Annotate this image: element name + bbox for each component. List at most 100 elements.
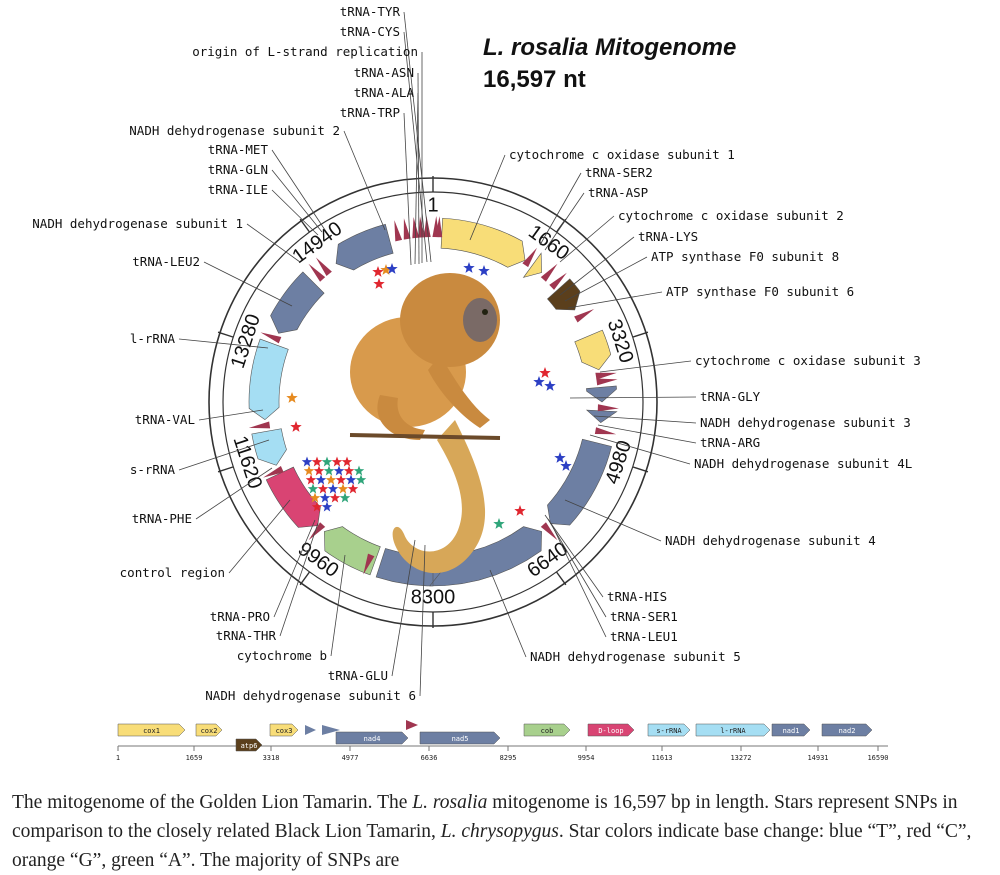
- gene-features: [248, 216, 619, 587]
- leader-line: [246, 223, 301, 263]
- ring-tick: [632, 331, 649, 338]
- track-tick-label: 3318: [263, 754, 280, 762]
- leader-line: [564, 499, 662, 542]
- trna-mark: [394, 220, 403, 242]
- snp-star: [313, 465, 325, 476]
- gene-label: tRNA-ILE: [208, 182, 268, 197]
- snp-star: [478, 265, 490, 276]
- trna-mark: [596, 378, 618, 386]
- track-feature: [695, 723, 771, 737]
- gene-label: s-rRNA: [130, 462, 176, 477]
- leader-line: [544, 514, 604, 598]
- leader-line: [593, 415, 697, 424]
- trna-mark: [308, 263, 326, 282]
- track-feature-label: cob: [541, 727, 554, 735]
- track-tick-label: 16590: [867, 754, 888, 762]
- trna-mark: [594, 427, 617, 435]
- snp-star: [335, 474, 347, 485]
- gene-label: tRNA-SER1: [610, 609, 678, 624]
- gene-label: tRNA-MET: [208, 142, 269, 157]
- caption-text-1: The mitogenome of the Golden Lion Tamari…: [12, 792, 413, 813]
- trna-mark: [315, 257, 332, 276]
- gene-label: l-rRNA: [130, 331, 176, 346]
- track-tick-label: 9954: [578, 754, 595, 762]
- leader-line: [178, 439, 270, 471]
- snp-star: [493, 518, 505, 529]
- ring-tick: [299, 571, 311, 586]
- leader-line: [330, 554, 346, 657]
- trna-mark: [248, 421, 271, 429]
- snp-star: [333, 465, 345, 476]
- gene-label: tRNA-CYS: [340, 24, 400, 39]
- leader-line: [559, 236, 635, 296]
- snp-star: [337, 483, 349, 494]
- gene-label: NADH dehydrogenase subunit 1: [32, 216, 243, 231]
- trna-mark: [263, 465, 284, 478]
- snp-star: [307, 483, 319, 494]
- tamarin-arm: [428, 355, 490, 428]
- leader-line: [271, 189, 319, 236]
- track-tick-label: 11613: [651, 754, 672, 762]
- track-tick-label: 8295: [500, 754, 517, 762]
- trna-mark: [595, 372, 617, 380]
- snp-star: [386, 263, 398, 274]
- gene-label: cytochrome c oxidase subunit 2: [618, 208, 844, 223]
- snp-star: [327, 483, 339, 494]
- track-feature-label: cox3: [276, 727, 293, 735]
- snp-star: [373, 278, 385, 289]
- gene-label: ATP synthase F0 subunit 8: [651, 249, 839, 264]
- track-feature-label: l-rRNA: [720, 727, 746, 735]
- snp-star: [560, 460, 572, 471]
- leader-line: [567, 291, 663, 309]
- gene-label: NADH dehydrogenase subunit 2: [129, 123, 340, 138]
- track-feature-label: nad1: [783, 727, 800, 735]
- leader-line: [559, 215, 615, 263]
- snp-star: [533, 376, 545, 387]
- gene-label: NADH dehydrogenase subunit 4L: [694, 456, 912, 471]
- leader-line: [391, 539, 416, 677]
- tamarin-branch: [349, 433, 501, 440]
- gene-block: [251, 428, 287, 466]
- tamarin-mane: [400, 273, 500, 367]
- snp-star: [554, 452, 566, 463]
- track-tick-label: 4977: [342, 754, 359, 762]
- leader-line: [273, 519, 316, 618]
- snp-star: [311, 456, 323, 467]
- tamarin-eye: [482, 309, 488, 315]
- snp-star: [317, 483, 329, 494]
- snp-star: [544, 380, 556, 391]
- leader-line: [198, 409, 264, 421]
- leader-line: [589, 434, 691, 465]
- gene-label: ATP synthase F0 subunit 6: [666, 284, 854, 299]
- trna-mark: [549, 272, 567, 290]
- snp-star: [514, 505, 526, 516]
- gene-block: [335, 223, 394, 271]
- leader-line: [539, 172, 582, 246]
- track-feature: [335, 731, 409, 745]
- caption-species-1: L. rosalia: [412, 792, 488, 813]
- leader-line: [547, 518, 607, 618]
- caption-species-2: L. chrysopygus: [440, 821, 559, 842]
- gene-label: tRNA-GLU: [328, 668, 388, 683]
- leader-line: [195, 467, 273, 520]
- track-feature: [117, 723, 186, 737]
- leader-line: [550, 522, 607, 638]
- gene-label: tRNA-THR: [216, 628, 277, 643]
- gene-label: NADH dehydrogenase subunit 6: [205, 688, 416, 703]
- gene-label: cytochrome b: [237, 648, 327, 663]
- snp-star: [341, 456, 353, 467]
- snp-star: [353, 465, 365, 476]
- gene-label: NADH dehydrogenase subunit 3: [700, 415, 911, 430]
- leader-line: [279, 522, 319, 637]
- label-leader-lines: [178, 11, 697, 697]
- gene-label: tRNA-VAL: [135, 412, 195, 427]
- snp-star: [290, 421, 302, 432]
- snp-star: [321, 456, 333, 467]
- snp-stars: [286, 262, 572, 529]
- snp-star: [355, 474, 367, 485]
- leader-line: [178, 338, 269, 349]
- ring-position-number: 8300: [411, 586, 456, 608]
- leader-line: [569, 396, 697, 399]
- gene-label: tRNA-GLN: [208, 162, 268, 177]
